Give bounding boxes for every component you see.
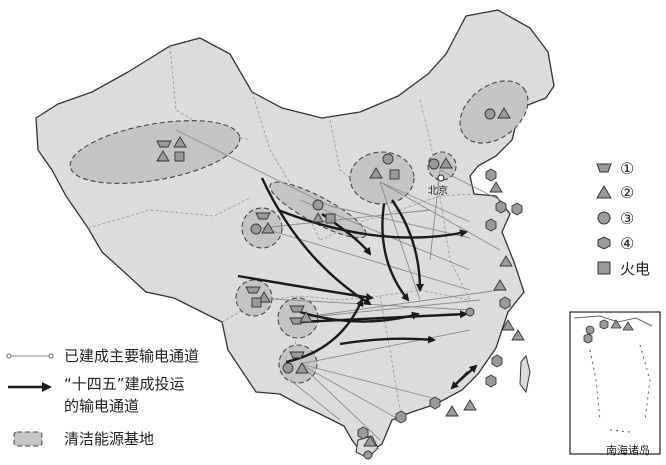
circle-icon xyxy=(428,158,440,170)
legend-clean-base: 清洁能源基地 xyxy=(6,430,154,448)
dashed-region-icon xyxy=(13,431,43,447)
hexagon-icon xyxy=(485,168,497,182)
map-energy-symbols xyxy=(156,107,525,460)
triangle-icon xyxy=(493,279,507,291)
taiwan-island xyxy=(519,354,531,394)
hexagon-icon xyxy=(597,236,611,250)
circle-icon xyxy=(465,307,475,317)
legend-planned-label-2: 的输电通道 xyxy=(64,397,140,415)
triangle-icon xyxy=(295,362,309,374)
hexagon-icon xyxy=(583,333,593,344)
legend-row-3: ③ xyxy=(596,208,634,228)
triangle-icon xyxy=(511,329,525,341)
triangle-icon xyxy=(261,222,275,234)
circle-icon xyxy=(312,199,324,211)
hexagon-icon xyxy=(395,410,407,424)
legend-label: ④ xyxy=(620,233,635,253)
trapezoid-icon xyxy=(289,305,305,313)
hexagon-icon xyxy=(357,426,369,440)
triangle-icon xyxy=(363,435,377,447)
circle-icon xyxy=(282,362,294,374)
triangle-icon xyxy=(299,311,313,323)
trapezoid-icon xyxy=(596,163,612,173)
circle-icon xyxy=(484,108,496,120)
square-icon xyxy=(389,169,400,180)
trapezoid-icon xyxy=(255,212,271,220)
legend-label: ② xyxy=(620,182,635,202)
circle-icon xyxy=(382,153,394,165)
legend-built-lines: 已建成主要输电通道 xyxy=(6,347,199,365)
square-icon xyxy=(174,151,185,162)
triangle-icon xyxy=(369,167,383,179)
triangle-icon xyxy=(497,107,511,119)
clean-energy-bases xyxy=(69,80,529,384)
legend-label: ① xyxy=(620,158,635,178)
beijing-label: 北京 xyxy=(428,184,448,197)
hexagon-icon xyxy=(429,396,441,410)
square-icon xyxy=(251,297,262,308)
built-transmission-lines xyxy=(175,129,501,441)
legend-planned-text: “十四五”建成投运 的输电通道 xyxy=(54,375,185,415)
triangle-icon xyxy=(156,150,170,162)
hexagon-icon xyxy=(599,319,609,330)
beijing-marker xyxy=(437,174,445,182)
legend-row-2: ② xyxy=(596,182,634,202)
legend-row-4: ④ xyxy=(596,233,634,253)
thin-line-icon xyxy=(6,353,54,359)
trapezoid-icon xyxy=(245,286,261,294)
triangle-icon xyxy=(173,136,187,148)
inset-label: 南海诸岛 xyxy=(606,444,650,457)
triangle-icon xyxy=(501,319,515,331)
legend-base-label: 清洁能源基地 xyxy=(64,430,155,448)
triangle-icon xyxy=(596,185,612,199)
base-xinjiang-north xyxy=(69,120,241,184)
legend-row-1: ① xyxy=(596,158,634,178)
triangle-icon xyxy=(622,321,634,331)
circle-icon xyxy=(585,325,595,335)
triangle-icon xyxy=(445,405,459,417)
circle-icon xyxy=(363,450,373,460)
bold-arrow-icon xyxy=(8,382,52,392)
hexagon-icon xyxy=(499,296,511,310)
trapezoid-icon xyxy=(289,351,305,359)
triangle-icon xyxy=(610,319,622,329)
hexagon-icon xyxy=(485,218,497,232)
triangle-icon xyxy=(463,399,477,411)
hexagon-icon xyxy=(485,374,497,388)
trapezoid-icon xyxy=(289,317,305,325)
hexagon-icon xyxy=(495,200,507,214)
hexagon-icon xyxy=(511,202,523,216)
triangle-icon xyxy=(499,255,513,267)
square-icon xyxy=(597,261,611,275)
trapezoid-icon xyxy=(156,140,172,148)
legend-label: 火电 xyxy=(620,259,651,278)
hexagon-icon xyxy=(491,354,503,368)
legend-row-5: 火电 xyxy=(596,258,650,278)
legend-planned-label-1: “十四五”建成投运 xyxy=(64,375,185,393)
legend-label: ③ xyxy=(620,208,635,228)
legend-planned-lines: “十四五”建成投运 的输电通道 xyxy=(6,375,185,415)
circle-icon xyxy=(597,211,611,225)
triangle-icon xyxy=(439,157,453,169)
circle-icon xyxy=(250,223,262,235)
triangle-icon xyxy=(312,212,324,223)
legend-built-label: 已建成主要输电通道 xyxy=(64,347,200,365)
south-china-sea-inset xyxy=(569,311,661,455)
triangle-icon xyxy=(489,181,503,193)
square-icon xyxy=(325,213,336,224)
